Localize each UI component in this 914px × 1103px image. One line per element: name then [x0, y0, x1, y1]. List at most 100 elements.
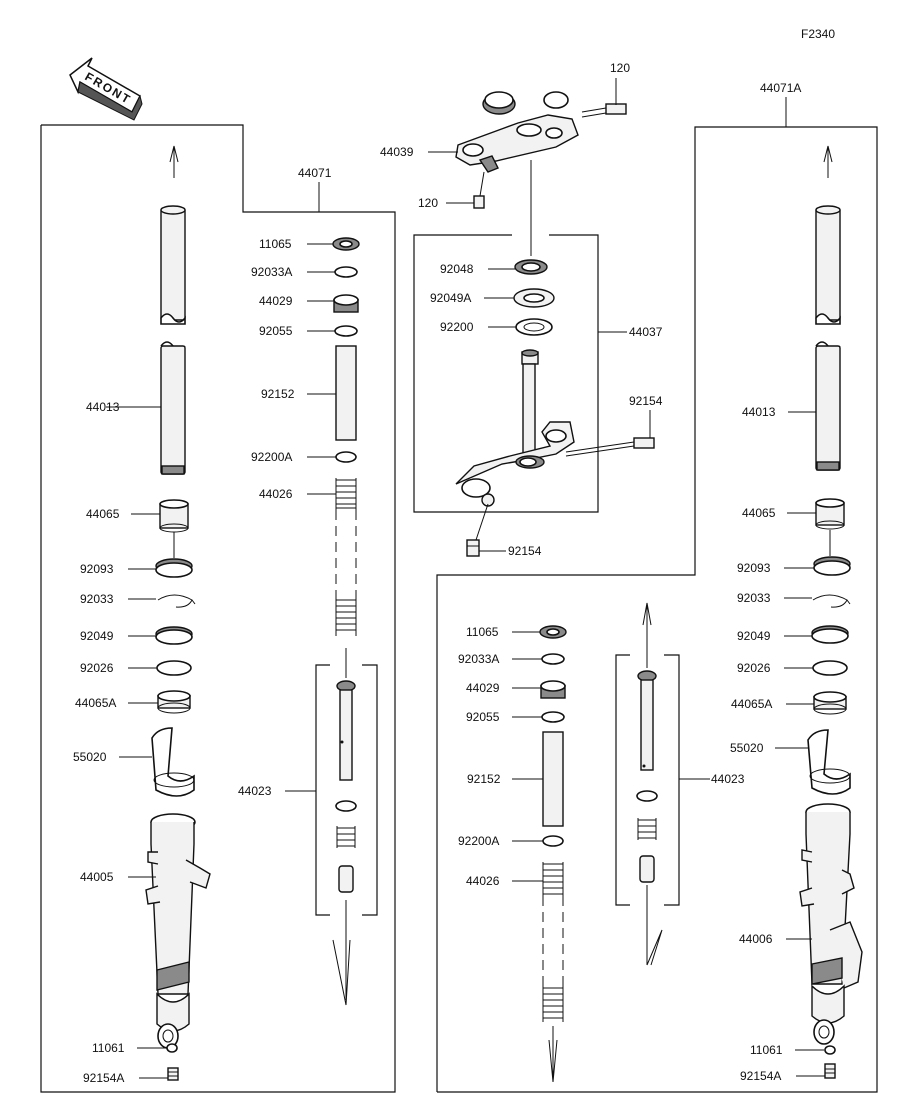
label-92154-bottom: 92154 [508, 544, 542, 558]
label-55020-left: 55020 [73, 750, 107, 764]
label-92200A-right: 92200A [458, 834, 499, 848]
spacer-92152-left [335, 345, 357, 441]
label-92154A-right: 92154A [740, 1069, 781, 1083]
bushing-44065A-left [157, 690, 191, 714]
outer-tube-44006-right [799, 803, 863, 1045]
spring-44026-right [542, 862, 564, 1022]
label-120-top: 120 [610, 61, 630, 75]
fork-guard-55020-right [807, 729, 851, 795]
label-92026-left: 92026 [80, 661, 114, 675]
bearing-92049A [513, 288, 555, 308]
label-92048: 92048 [440, 262, 474, 276]
label-44006-right: 44006 [739, 932, 773, 946]
figure-id: F2340 [801, 27, 835, 41]
bracket-44023-left-b [362, 664, 378, 916]
o-ring-92055-right [541, 711, 565, 723]
label-92152-left: 92152 [261, 387, 295, 401]
label-44023-right: 44023 [711, 772, 745, 786]
front-arrow-icon: FRONT [69, 57, 143, 121]
label-11061-right: 11061 [750, 1043, 783, 1057]
upper-bracket-44039 [455, 91, 579, 173]
label-92026-right: 92026 [737, 661, 771, 675]
label-44023-left: 44023 [238, 784, 272, 798]
label-44029-left: 44029 [259, 294, 293, 308]
label-44065-right: 44065 [742, 506, 776, 520]
gasket-11061-left [166, 1043, 178, 1053]
label-92055-right: 92055 [466, 710, 500, 724]
label-44065-left: 44065 [86, 507, 120, 521]
o-ring-92033A-right [541, 653, 565, 665]
steering-stem [455, 349, 575, 507]
o-ring-92055-left [334, 325, 358, 337]
fork-guard-55020-left [151, 727, 195, 797]
label-92049A: 92049A [430, 291, 471, 305]
bolt-120-top [581, 103, 627, 118]
label-44026-right: 44026 [466, 874, 500, 888]
bracket-44023-left-a [315, 664, 330, 916]
label-92033-right: 92033 [737, 591, 771, 605]
spacer-92026-right [812, 660, 848, 676]
label-44013-left: 44013 [86, 400, 120, 414]
bolt-120-left [473, 171, 485, 209]
inner-tube-44013-left [160, 145, 186, 475]
label-120-left: 120 [418, 196, 438, 210]
bushing-44065A-right [813, 691, 847, 715]
label-92154-right: 92154 [629, 394, 663, 408]
gasket-11061-right [824, 1045, 836, 1055]
spring-44026-left [335, 478, 357, 636]
label-11061-left: 11061 [92, 1041, 125, 1055]
dust-seal-92049-left [155, 626, 193, 645]
spacer-92026-left [156, 660, 192, 676]
left-fork-frame [40, 124, 396, 1093]
label-44071: 44071 [298, 166, 332, 180]
cartridge-44023-right [636, 670, 658, 883]
inner-tube-44013-right [815, 145, 841, 471]
label-92033A-right: 92033A [458, 652, 499, 666]
label-44065A-right: 44065A [731, 697, 772, 711]
bolt-92154A-left [167, 1067, 179, 1081]
bracket-44023-right-b [664, 654, 680, 906]
circlip-92033-right [812, 594, 851, 608]
dust-seal-92049-right [811, 625, 849, 644]
label-44013-right: 44013 [742, 405, 776, 419]
label-92093-right: 92093 [737, 561, 771, 575]
right-fork-frame [436, 126, 878, 1093]
label-92033-left: 92033 [80, 592, 114, 606]
label-44071A: 44071A [760, 81, 801, 95]
label-55020-right: 55020 [730, 741, 764, 755]
label-92033A-left: 92033A [251, 265, 292, 279]
label-44005-left: 44005 [80, 870, 114, 884]
spacer-92152-right [542, 731, 564, 827]
label-44065A-left: 44065A [75, 696, 116, 710]
label-92049-left: 92049 [80, 629, 114, 643]
label-44026-left: 44026 [259, 487, 293, 501]
circlip-92033-left [157, 594, 196, 608]
label-92200A-left: 92200A [251, 450, 292, 464]
oil-seal-92093-left [155, 532, 193, 578]
bracket-44023-right-a [615, 654, 630, 906]
label-92200: 92200 [440, 320, 474, 334]
washer-92200A-right [542, 835, 564, 847]
oil-seal-92093-right [813, 530, 851, 576]
bolt-92154A-right [824, 1063, 836, 1079]
bushing-44065-left [159, 499, 189, 533]
bolt-92154-right [565, 437, 655, 457]
label-92093-left: 92093 [80, 562, 114, 576]
label-44029-right: 44029 [466, 681, 500, 695]
label-92055-left: 92055 [259, 324, 293, 338]
label-92152-right: 92152 [467, 772, 501, 786]
washer-92200A-left [335, 451, 357, 463]
label-44037: 44037 [629, 325, 663, 339]
label-44039: 44039 [380, 145, 414, 159]
outer-tube-44005-left [145, 813, 211, 1049]
label-92049-right: 92049 [737, 629, 771, 643]
cap-bolt-44029-right [540, 680, 566, 699]
o-ring-92033A-left [334, 266, 358, 278]
bolt-92154-bottom [466, 503, 489, 557]
label-11065-left: 11065 [259, 237, 292, 251]
cap-bolt-44029-left [333, 294, 359, 313]
label-92154A-left: 92154A [83, 1071, 124, 1085]
steering-stem-frame [413, 234, 599, 513]
washer-92200 [515, 318, 553, 336]
